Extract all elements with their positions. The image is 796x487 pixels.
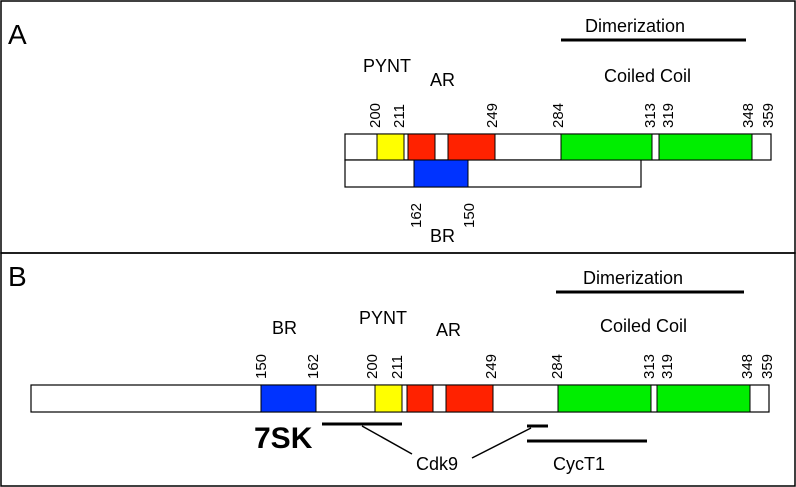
panel-b-dimerization-label: Dimerization [583,268,683,288]
panel-a-br-domain [413,159,469,188]
panel-a-num-313: 313 [642,103,659,128]
panel-b-num-359: 359 [759,354,776,379]
panel-b-cdk9-leader-2 [471,427,532,459]
panel-b-br-label: BR [272,318,297,338]
panel-a-ar-domain-1 [407,133,436,161]
panel-b: B Dimerization Coiled Coil BR PYNT AR 15… [8,261,776,474]
panel-b-num-249: 249 [483,354,500,379]
panel-b-ar-domain-1 [406,384,434,413]
panel-b-cdk9-label: Cdk9 [416,454,458,474]
panel-b-br-domain [260,384,317,413]
panel-b-frame [0,252,796,487]
panel-a-pynt-domain [376,133,405,161]
panel-a-num-162: 162 [408,203,425,228]
panel-a-pynt-label: PYNT [363,56,411,76]
panel-a-coiled-coil-2 [658,133,753,161]
panel-b-num-284: 284 [549,354,566,379]
panel-b-pynt-label: PYNT [359,308,407,328]
panel-a-br-label: BR [430,226,455,246]
panel-a-num-150: 150 [461,203,478,228]
panel-b-num-150: 150 [253,354,270,379]
panel-b-ar-label: AR [436,320,461,340]
panel-b-coiled-coil-label: Coiled Coil [600,316,687,336]
panel-b-num-211: 211 [389,355,406,379]
panel-a-num-348: 348 [740,103,757,128]
panel-a-num-211: 211 [391,104,408,128]
panel-a-num-200: 200 [367,103,384,128]
panel-b-ar-domain-2 [445,384,494,413]
panel-a-num-359: 359 [760,103,777,128]
panel-a-coiled-coil-label: Coiled Coil [604,66,691,86]
panel-a-dimerization-label: Dimerization [585,16,685,36]
panel-a-label: A [8,19,27,50]
panel-a: A Dimerization Coiled Coil PYNT AR 200 2… [8,16,777,246]
panel-b-pynt-domain [374,384,403,413]
panel-b-num-319: 319 [659,354,676,379]
panel-b-cyct1-label: CycT1 [553,454,605,474]
panel-b-num-313: 313 [641,354,658,379]
panel-a-num-284: 284 [550,103,567,128]
panel-b-num-348: 348 [739,354,756,379]
panel-b-coiled-coil-2 [656,384,751,413]
panel-a-ar-label: AR [430,70,455,90]
panel-a-coiled-coil-1 [560,133,653,161]
panel-b-num-162: 162 [305,354,322,379]
panel-a-protein-bar-bottom [344,159,642,188]
panel-a-num-319: 319 [660,103,677,128]
panel-b-label: B [8,261,27,292]
panel-a-num-249: 249 [484,103,501,128]
panel-b-7sk-label: 7SK [254,422,313,455]
panel-b-cdk9-leader-1 [361,425,413,455]
panel-b-coiled-coil-1 [557,384,652,413]
panel-b-num-200: 200 [364,354,381,379]
panel-a-ar-domain-2 [447,133,496,161]
